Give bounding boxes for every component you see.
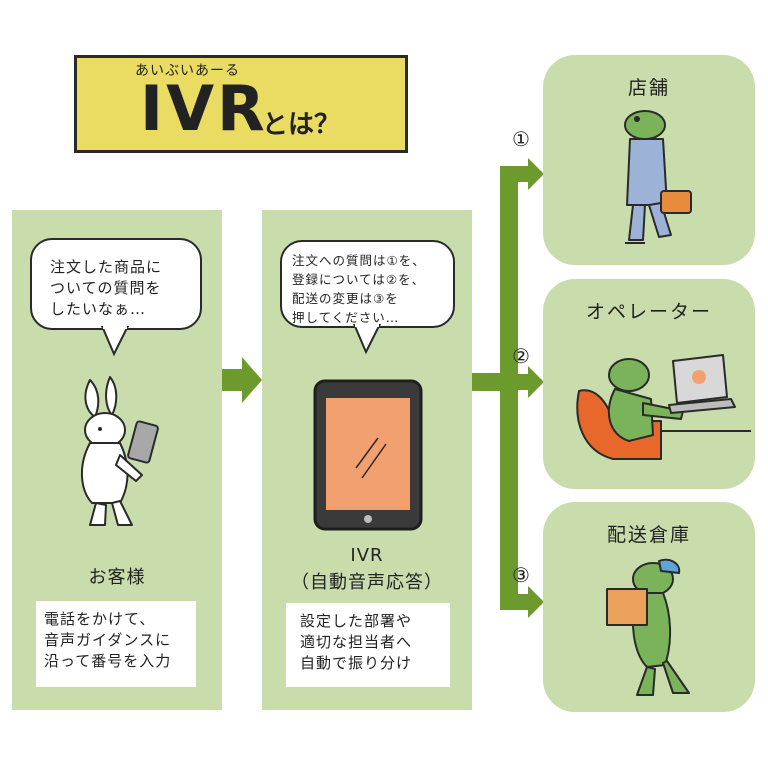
- title-box: [74, 55, 408, 153]
- title-main: IVR: [140, 72, 268, 145]
- branch-arrows: [472, 158, 544, 618]
- destination-warehouse-label: 配送倉庫: [606, 524, 691, 546]
- title-subtitle: とは？: [262, 110, 341, 140]
- customer-to-ivr-arrow: [222, 357, 262, 403]
- customer-bubble-tail: [100, 326, 130, 357]
- ivr-bubble-tail: [352, 324, 382, 355]
- customer-description: 電話をかけて、 音声ガイダンスに 沿って番号を入力: [36, 601, 196, 687]
- branch-number-2: ②: [512, 344, 530, 368]
- title-ruby: あいぶいあーる: [135, 63, 240, 79]
- frog-operator-illustration: [576, 354, 751, 460]
- frog-warehouse-illustration: [606, 558, 690, 696]
- destination-store: 店舗: [543, 55, 755, 265]
- rabbit-illustration: [80, 376, 159, 526]
- ivr-label: IVR: [350, 545, 384, 566]
- destination-warehouse: 配送倉庫: [543, 502, 755, 712]
- destination-operator: オペレーター: [543, 279, 755, 489]
- customer-label: お客様: [88, 567, 146, 588]
- ivr-label-sub: （自動音声応答）: [291, 572, 443, 593]
- destination-store-label: 店舗: [627, 77, 670, 99]
- branch-number-3: ③: [512, 563, 530, 587]
- customer-speech-text: 注文した商品に ついての質問を したいなぁ…: [50, 258, 163, 318]
- destination-operator-label: オペレーター: [585, 301, 712, 323]
- ivr-speech-text: 注文への質問は①を、 登録については②を、 配送の変更は③を 押してください…: [292, 253, 426, 325]
- smartphone-icon: [313, 379, 423, 531]
- ivr-description: 設定した部署や 適切な担当者へ 自動で振り分け: [286, 603, 450, 687]
- frog-businessman-illustration: [624, 110, 692, 244]
- branch-number-1: ①: [512, 127, 530, 151]
